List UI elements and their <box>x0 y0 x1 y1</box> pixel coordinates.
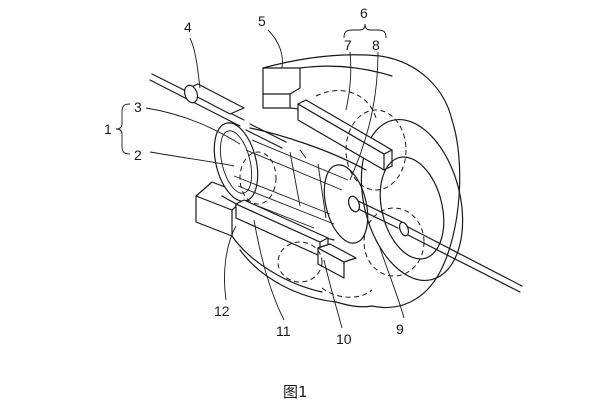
label-7: 7 <box>344 37 352 53</box>
label-8: 8 <box>372 37 380 53</box>
top-magnet-bar <box>297 99 393 171</box>
bottom-magnet-bar <box>235 199 329 257</box>
leader-lines <box>115 23 405 329</box>
shaft-front <box>183 83 523 293</box>
label-12: 12 <box>214 303 230 319</box>
label-5: 5 <box>258 13 266 29</box>
end-bracket-10 <box>317 243 357 279</box>
label-10: 10 <box>336 331 352 347</box>
figure-caption: 图1 <box>283 383 308 401</box>
label-3: 3 <box>134 99 142 115</box>
label-9: 9 <box>396 321 404 337</box>
label-6: 6 <box>360 5 368 21</box>
label-11: 11 <box>276 323 291 339</box>
hidden-coils <box>239 90 425 298</box>
label-2: 2 <box>134 147 142 163</box>
label-4: 4 <box>184 19 192 35</box>
rotor <box>213 122 369 244</box>
label-1: 1 <box>104 121 112 137</box>
